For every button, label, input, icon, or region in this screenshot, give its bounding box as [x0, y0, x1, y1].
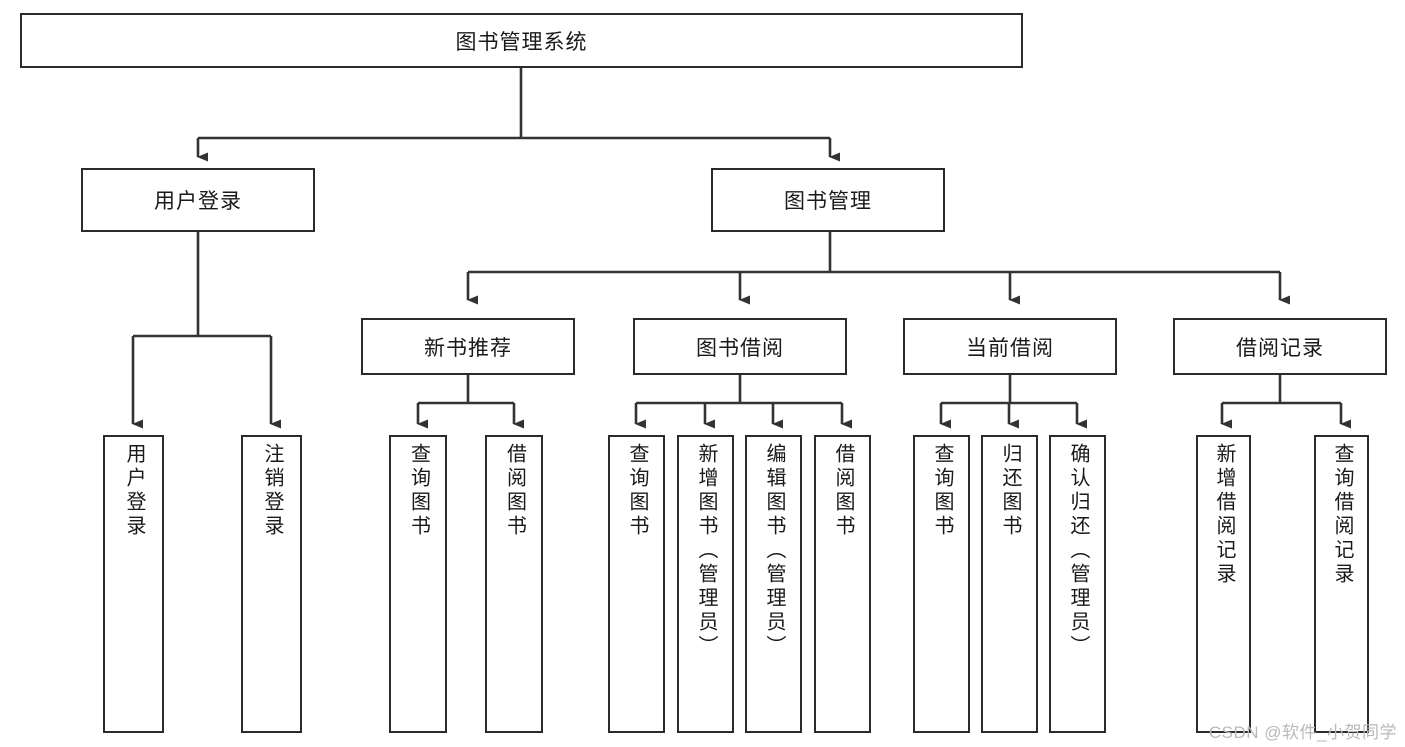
leaf-book-borrow-query[interactable]: 查询图书 — [608, 435, 665, 733]
node-book-management-label: 图书管理 — [784, 190, 872, 213]
leaf-current-borrow-return[interactable]: 归还图书 — [981, 435, 1038, 733]
leaf-current-borrow-query-label: 查询图书 — [931, 443, 953, 539]
node-user-login[interactable]: 用户登录 — [81, 168, 315, 232]
leaf-book-borrow-edit[interactable]: 编辑图书（管理员） — [745, 435, 802, 733]
leaf-new-book-borrow[interactable]: 借阅图书 — [485, 435, 543, 733]
leaf-user-login-logout-label: 注销登录 — [261, 443, 283, 539]
leaf-new-book-query-label: 查询图书 — [407, 443, 430, 539]
watermark: CSDN @软件_小贺同学 — [1208, 723, 1397, 742]
leaf-book-borrow-add[interactable]: 新增图书（管理员） — [677, 435, 734, 733]
leaf-borrow-record-query[interactable]: 查询借阅记录 — [1314, 435, 1369, 733]
leaf-current-borrow-query[interactable]: 查询图书 — [913, 435, 970, 733]
leaf-borrow-record-query-label: 查询借阅记录 — [1331, 443, 1353, 587]
leaf-book-borrow-edit-label: 编辑图书（管理员） — [763, 443, 785, 659]
node-book-borrow[interactable]: 图书借阅 — [633, 318, 847, 375]
leaf-current-borrow-return-label: 归还图书 — [999, 443, 1021, 539]
node-user-login-label: 用户登录 — [154, 190, 242, 213]
leaf-book-borrow-query-label: 查询图书 — [626, 443, 648, 539]
node-new-book-recommend-label: 新书推荐 — [424, 336, 512, 360]
leaf-borrow-record-add[interactable]: 新增借阅记录 — [1196, 435, 1251, 733]
leaf-current-borrow-confirm-label: 确认归还（管理员） — [1067, 443, 1089, 659]
node-borrow-record-label: 借阅记录 — [1236, 336, 1324, 360]
leaf-book-borrow-add-label: 新增图书（管理员） — [695, 443, 717, 659]
leaf-new-book-borrow-label: 借阅图书 — [503, 443, 526, 539]
node-book-management[interactable]: 图书管理 — [711, 168, 945, 232]
leaf-user-login-login[interactable]: 用户登录 — [103, 435, 164, 733]
node-new-book-recommend[interactable]: 新书推荐 — [361, 318, 575, 375]
node-root-label: 图书管理系统 — [455, 30, 588, 54]
node-borrow-record[interactable]: 借阅记录 — [1173, 318, 1387, 375]
node-current-borrow-label: 当前借阅 — [966, 336, 1054, 360]
leaf-borrow-record-add-label: 新增借阅记录 — [1213, 443, 1235, 587]
leaf-new-book-query[interactable]: 查询图书 — [389, 435, 447, 733]
node-book-borrow-label: 图书借阅 — [696, 336, 784, 360]
leaf-user-login-logout[interactable]: 注销登录 — [241, 435, 302, 733]
leaf-book-borrow-borrow-label: 借阅图书 — [832, 443, 854, 539]
leaf-book-borrow-borrow[interactable]: 借阅图书 — [814, 435, 871, 733]
leaf-current-borrow-confirm[interactable]: 确认归还（管理员） — [1049, 435, 1106, 733]
node-root[interactable]: 图书管理系统 — [20, 13, 1023, 68]
node-current-borrow[interactable]: 当前借阅 — [903, 318, 1117, 375]
leaf-user-login-login-label: 用户登录 — [123, 443, 145, 539]
